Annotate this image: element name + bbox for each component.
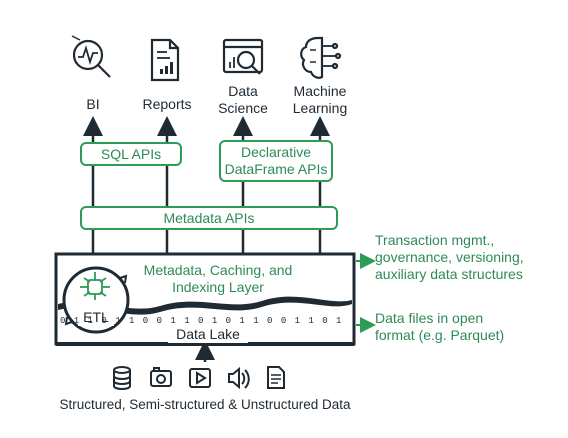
video-icon [189, 368, 211, 388]
consumer-label-reports: Reports [142, 96, 192, 112]
sources-caption: Structured, Semi-structured & Unstructur… [59, 397, 351, 412]
text-file-icon [267, 366, 285, 389]
data-science-icon [222, 38, 264, 75]
consumer-label-bi: BI [86, 96, 100, 112]
layer-title: Metadata, Caching, and Indexing Layer [143, 262, 293, 295]
consumer-label-ml: Machine Learning [292, 83, 348, 116]
binary-stream: 0 1 1 0 1 1 0 0 1 1 0 1 0 1 1 0 0 1 1 0 … [60, 316, 350, 326]
consumer-label-data-science: Data Science [218, 83, 268, 116]
etl-label: ETL [78, 309, 114, 326]
dataframe-apis-box: Declarative DataFrame APIs [219, 140, 333, 182]
bi-chart-magnifier-icon [71, 35, 111, 78]
report-document-icon [150, 38, 180, 82]
brain-circuit-icon [300, 36, 342, 79]
sql-apis-box: SQL APIs [80, 142, 182, 166]
database-icon [113, 366, 131, 390]
files-note: Data files in open format (e.g. Parquet) [375, 310, 505, 343]
metadata-apis-box: Metadata APIs [80, 206, 338, 230]
data-lake-label: Data Lake [168, 326, 248, 343]
chip-icon [80, 272, 110, 300]
wave-stripe [58, 296, 352, 315]
transaction-note: Transaction mgmt., governance, versionin… [375, 232, 524, 282]
audio-icon [228, 366, 250, 390]
image-icon [150, 367, 172, 387]
